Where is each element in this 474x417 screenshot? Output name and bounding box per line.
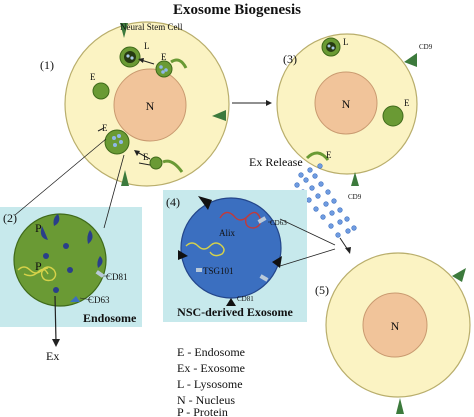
cell-3-endosome-label: E <box>404 98 410 108</box>
cell-3-release-endosome-label: E <box>326 150 332 160</box>
cell-1-endosome-b-label: E <box>90 72 96 82</box>
exosome-panel: (4) Alix TSG101 CD63 CD81 NSC-derived Ex… <box>163 190 307 322</box>
cell-1-endosome-a-label: E <box>161 52 167 62</box>
legend-item-exosome: Ex - Exosome <box>177 361 245 375</box>
protein-d <box>97 256 103 268</box>
exosome-out-arrow <box>54 295 57 343</box>
protein-c <box>87 230 93 244</box>
cell-3-nucleus-label: N <box>342 97 351 111</box>
released-exosomes <box>294 163 357 238</box>
cd9-top-label: CD9 <box>419 43 433 51</box>
target-cell-5: N (5) <box>315 252 471 414</box>
cell-3-number: (3) <box>283 52 297 66</box>
cell-1-nucleus-label: N <box>146 99 155 113</box>
ex-release-label: Ex Release <box>249 155 303 169</box>
endosome-panel-number: (2) <box>3 211 17 225</box>
endosome-caption: Endosome <box>83 311 137 325</box>
cd9-marker-bottom <box>351 172 359 186</box>
cell-5-nucleus <box>362 292 428 358</box>
tsg101-label: TSG101 <box>203 266 234 276</box>
legend-item-lysosome: L - Lysosome <box>177 377 243 391</box>
cell-3-nucleus <box>314 71 378 135</box>
cell-1-header: Neural Stem Cell <box>120 22 183 32</box>
protein-label-b: P <box>35 259 42 273</box>
legend: E - Endosome Ex - Exosome L - Lysosome N… <box>177 345 245 417</box>
exosome-cd81-marker-side <box>259 274 269 282</box>
cell-3-lysosome-label: L <box>343 37 349 47</box>
exosome-cd63-marker <box>257 216 267 224</box>
alix-label: Alix <box>219 228 236 238</box>
cd9-bottom-label: CD9 <box>348 193 362 201</box>
zoom-line-a <box>14 138 107 216</box>
protein-label-a: P <box>35 221 42 235</box>
endosome-cd81-label: CD81 <box>106 272 128 282</box>
cell-5-number: (5) <box>315 283 329 297</box>
zoom-line-d <box>279 248 336 267</box>
cell-1-lysosome-core <box>124 51 136 63</box>
legend-item-endosome: E - Endosome <box>177 345 245 359</box>
cell-1-marker-top <box>120 23 128 38</box>
zoom-line-c <box>279 218 336 246</box>
endosome-panel: (2) P P CD81 CD63 Endosome <box>0 207 142 327</box>
exosome-cd81-label: CD81 <box>237 295 254 303</box>
exosome-caption: NSC-derived Exosome <box>177 305 293 319</box>
cd9-marker-top <box>404 53 417 67</box>
legend-item-nucleus: N - Nucleus <box>177 393 235 407</box>
endosome-cd63-label: CD63 <box>88 295 110 305</box>
cell-1-budding-b <box>162 159 184 173</box>
exosome-panel-number: (4) <box>166 195 180 209</box>
exosome-tsg-marker <box>196 268 202 272</box>
cell-1-marker-right <box>212 110 226 121</box>
rna-strand <box>17 266 57 282</box>
cell-1-number: (1) <box>40 58 54 72</box>
zoom-line-b <box>103 154 125 229</box>
cell-3-release-endosome <box>305 151 330 161</box>
cell-1-marker-bottom <box>121 170 129 186</box>
exosome-marker-l <box>178 250 188 260</box>
cell-1-endosome-d <box>149 156 163 170</box>
cell-1-endosome-b <box>92 82 110 100</box>
cell-1-endosome-c <box>104 129 130 155</box>
exosome-rna <box>219 211 262 229</box>
exosome-rna-yellow <box>185 242 225 257</box>
cell-3-endosome <box>382 105 404 127</box>
legend-item-protein: P - Protein <box>177 405 228 417</box>
endosome-large <box>13 213 107 307</box>
diagram-title: Exosome Biogenesis <box>173 2 301 18</box>
protein-b <box>53 214 60 226</box>
neural-stem-cell-1: N L E E E E (1) Neural Stem Cell <box>40 21 230 187</box>
cell-1-nucleus <box>113 68 187 142</box>
cell-5-marker-top <box>452 268 466 282</box>
cell-5-nucleus-label: N <box>391 319 400 333</box>
exosome-marker-r <box>272 256 282 268</box>
exosome-marker-tl <box>198 196 212 210</box>
cell-1-budding-a <box>170 58 188 69</box>
cell-1-lysosome-label: L <box>144 41 150 51</box>
endosome-cd81-marker <box>95 270 105 278</box>
cell-1-endosome-c-label: E <box>102 123 108 133</box>
exosome-cd63-label: CD63 <box>270 219 287 227</box>
protein-a <box>40 226 48 240</box>
neural-stem-cell-3: N L E E CD9 CD9 (3) Ex Release <box>249 33 433 201</box>
cell-1-endosome-a <box>155 60 173 78</box>
exosome-out-label: Ex <box>46 349 59 363</box>
cell-5-marker-bottom <box>396 398 404 414</box>
exosome-marker-b <box>226 298 236 306</box>
endosome-cd63-marker <box>70 296 80 302</box>
